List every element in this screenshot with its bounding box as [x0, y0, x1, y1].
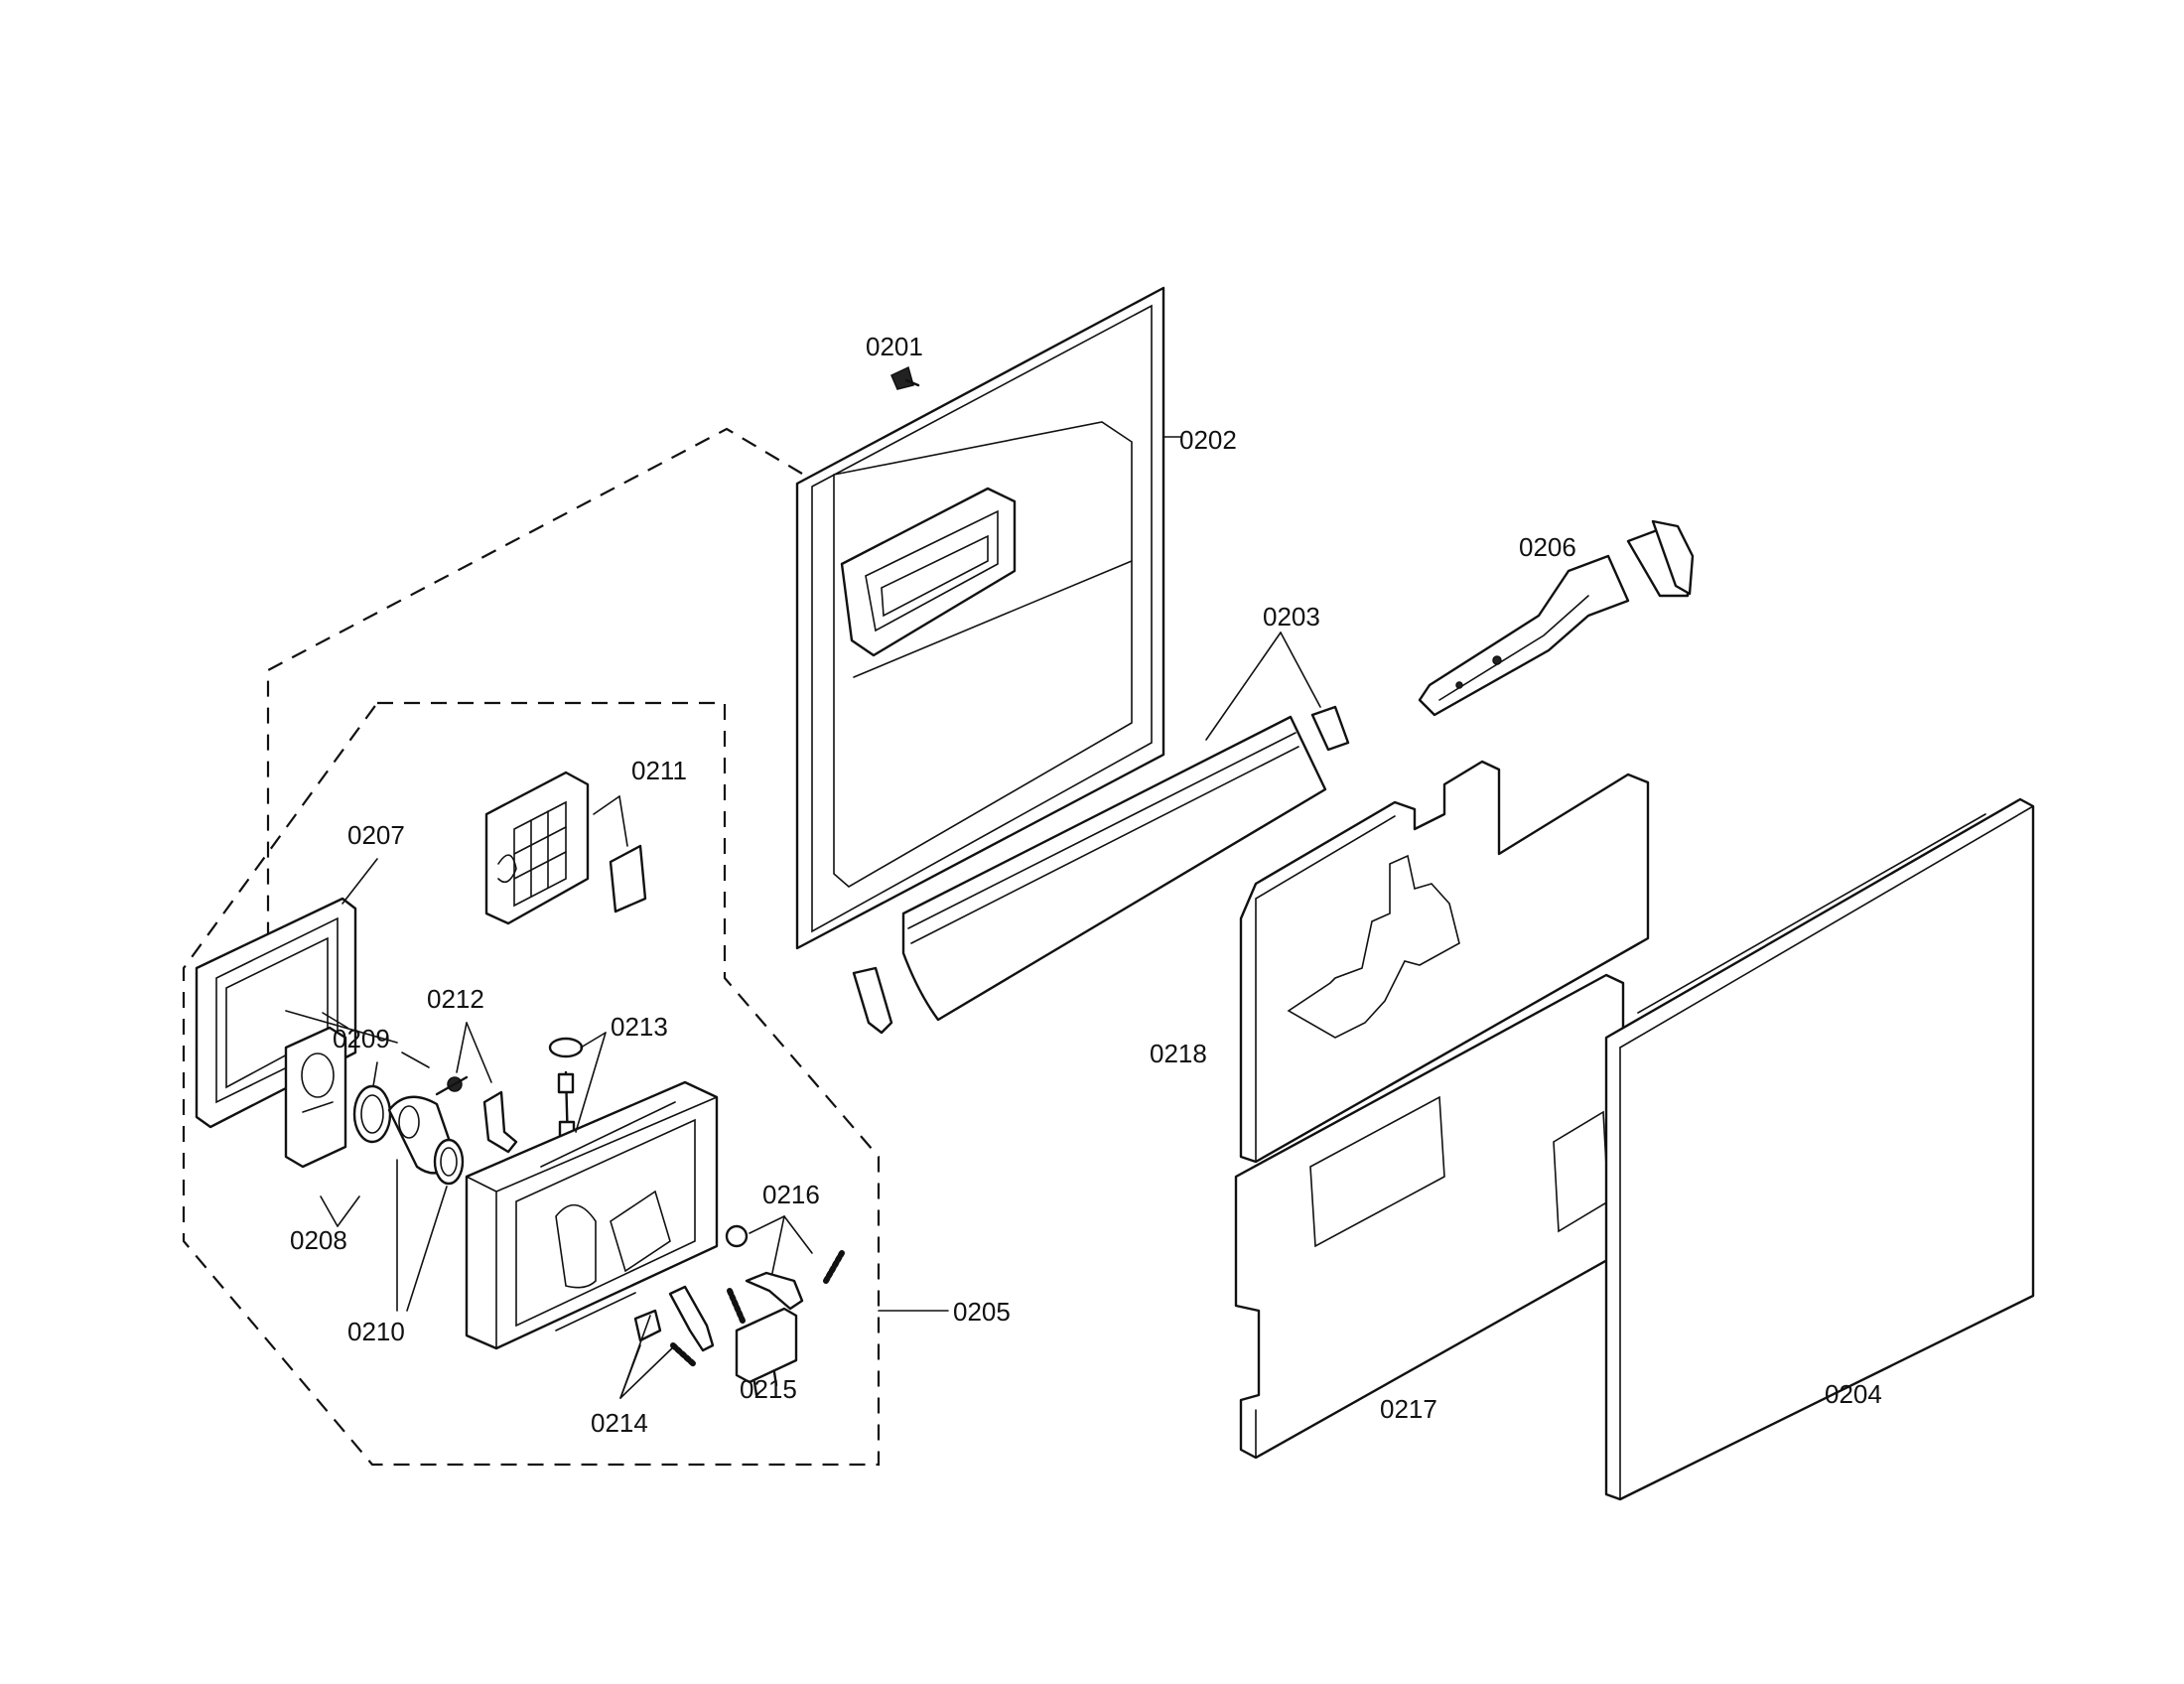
callout-0208: 0208 — [290, 1225, 347, 1255]
callout-0211: 0211 — [631, 756, 687, 785]
callout-0213: 0213 — [611, 1012, 668, 1042]
callout-0214: 0214 — [591, 1408, 648, 1438]
callout-0216: 0216 — [762, 1180, 820, 1209]
dispenser-assembly-0205 — [465, 1080, 719, 1350]
callout-0210: 0210 — [347, 1317, 405, 1346]
ball-lever-spring-0216 — [725, 1224, 845, 1311]
leader-lines — [285, 436, 1321, 1399]
callout-0206: 0206 — [1519, 532, 1576, 562]
outer-door-panel-0204 — [1604, 797, 2035, 1501]
callout-labels: 0201 0202 0203 0206 0207 0211 0212 0213 … — [290, 332, 1882, 1438]
callout-0207: 0207 — [347, 820, 405, 850]
insulation-upper-0218 — [1239, 760, 1650, 1164]
callout-0205: 0205 — [953, 1297, 1011, 1327]
lever-spring-0212 — [435, 1075, 518, 1154]
callout-0201: 0201 — [866, 332, 923, 361]
vent-filter-0211 — [484, 771, 647, 925]
cover-parts-0208-0210 — [284, 1026, 465, 1186]
callout-0209: 0209 — [333, 1024, 390, 1053]
callout-0202: 0202 — [1179, 425, 1237, 455]
callout-0217: 0217 — [1380, 1394, 1437, 1424]
levers-springs-0214 — [633, 1285, 746, 1368]
switch-0215 — [735, 1307, 798, 1397]
group-boundaries — [182, 427, 881, 1467]
screw-0201 — [890, 365, 920, 390]
hinge-strip-0203 — [852, 705, 1350, 1035]
inner-door-panel-0202 — [795, 286, 1165, 950]
callout-0204: 0204 — [1825, 1379, 1882, 1409]
callout-0212: 0212 — [427, 984, 484, 1014]
callout-0218: 0218 — [1150, 1039, 1207, 1068]
callout-0203: 0203 — [1263, 602, 1320, 632]
callout-0215: 0215 — [740, 1374, 797, 1404]
latch-mechanism-0206 — [1418, 519, 1695, 717]
